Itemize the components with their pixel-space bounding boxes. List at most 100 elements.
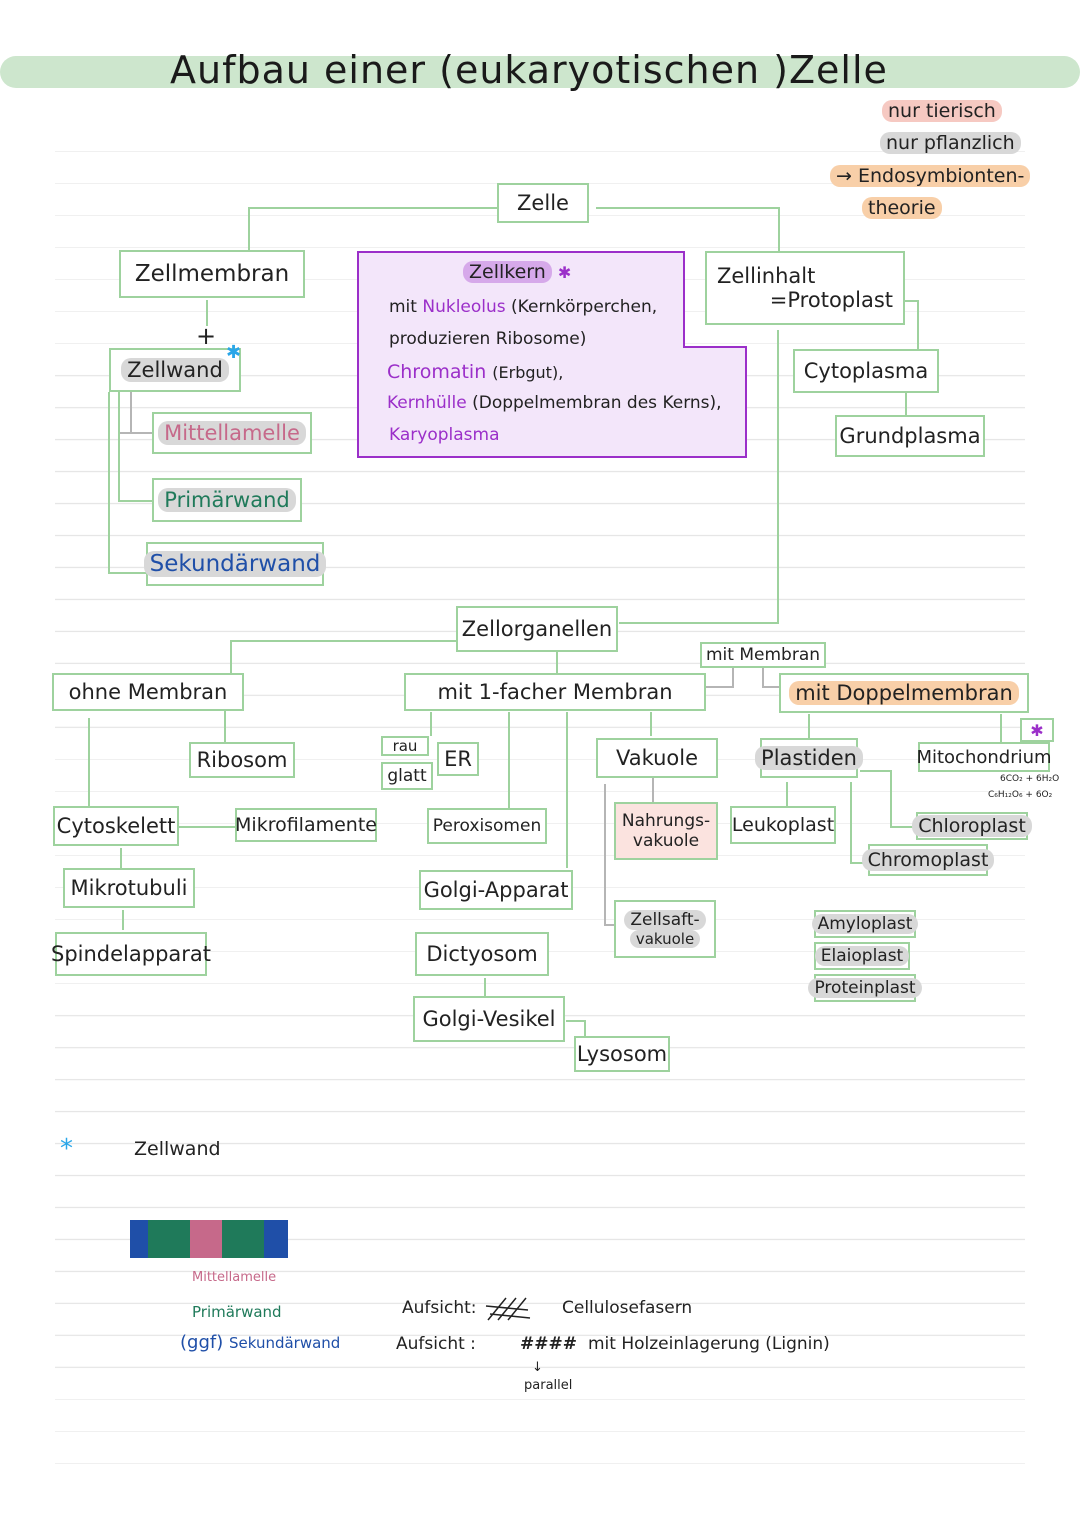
node-dictyosom: Dictyosom	[415, 932, 549, 976]
zellkern-line2: produzieren Ribosome)	[389, 329, 587, 349]
connector	[652, 778, 654, 802]
aufsicht-label-2: Aufsicht :	[396, 1334, 476, 1354]
connector	[230, 640, 458, 642]
connector	[650, 712, 652, 736]
page-title: Aufbau einer (eukaryotischen )Zelle	[170, 48, 888, 92]
cell-wall-diagram	[130, 1220, 288, 1258]
zellkern-line1: mit Nukleolus (Kernkörperchen,	[389, 297, 658, 317]
node-lysosom: Lysosom	[574, 1036, 670, 1072]
node-er: ER	[437, 742, 479, 776]
node-proteinplast: Proteinplast	[808, 974, 922, 1002]
node-zellsaftvakuole: Zellsaft- vakuole	[614, 900, 716, 958]
node-mikrofilamente: Mikrofilamente	[235, 808, 377, 842]
mittellamelle-layer	[190, 1220, 222, 1258]
node-ribosom: Ribosom	[189, 742, 295, 778]
node-zellorganellen: Zellorganellen	[456, 606, 618, 652]
connector	[917, 300, 919, 350]
star-icon: ✱	[557, 263, 572, 282]
node-rau: rau	[381, 736, 429, 756]
connector	[619, 622, 779, 624]
nahrungsvakuole-label-2: vakuole	[632, 831, 700, 851]
connector	[808, 714, 810, 738]
sekundaerwand-layer	[130, 1220, 148, 1258]
star-icon: ✱	[226, 342, 242, 363]
zellkern-line3: Chromatin (Erbgut),	[387, 361, 564, 383]
connector	[178, 826, 236, 828]
plus-sign: +	[196, 322, 217, 350]
connector	[556, 650, 558, 674]
node-zelle: Zelle	[497, 183, 589, 223]
node-plastiden: Plastiden	[755, 738, 863, 778]
connector	[484, 978, 486, 996]
connector	[860, 770, 892, 772]
connector	[584, 1020, 586, 1038]
node-doppelmembran: mit Doppelmembran	[779, 673, 1029, 713]
connector	[850, 862, 870, 864]
connector	[1000, 714, 1002, 742]
legend-primaerwand: Primärwand	[192, 1303, 282, 1321]
formula-reactants: 6CO₂ + 6H₂O	[1000, 774, 1060, 784]
zellkern-line4: Kernhülle (Doppelmembran des Kerns),	[387, 393, 722, 413]
zellkern-line5: Karyoplasma	[389, 425, 500, 445]
connector	[777, 330, 779, 624]
connector	[118, 500, 154, 502]
aufsicht-desc-1: Cellulosefasern	[562, 1298, 693, 1318]
node-vakuole: Vakuole	[596, 738, 718, 778]
arrow-down-icon: ↓	[532, 1360, 543, 1375]
connector	[604, 924, 622, 926]
node-grundplasma: Grundplasma	[835, 415, 985, 457]
legend-sekundaerwand: (ggf) Sekundärwand	[180, 1332, 341, 1353]
title-band	[0, 56, 1080, 88]
connector	[786, 782, 788, 806]
node-nahrungsvakuole: Nahrungs- vakuole	[614, 802, 718, 860]
connector	[224, 710, 226, 742]
parallel-label: parallel	[524, 1378, 573, 1393]
node-mikrotubuli: Mikrotubuli	[63, 868, 195, 908]
connector	[88, 718, 90, 814]
node-mittellamelle: Mittellamelle	[152, 412, 312, 454]
connector	[248, 207, 250, 253]
node-zellinhalt: Zellinhalt =Protoplast	[705, 251, 905, 325]
connector	[566, 712, 568, 868]
zellkern-outline	[357, 251, 747, 458]
node-primaerwand: Primärwand	[152, 478, 302, 522]
legend-plant: nur pflanzlich	[880, 132, 1021, 154]
legend-mittellamelle: Mittellamelle	[192, 1270, 277, 1285]
connector	[108, 572, 148, 574]
connector	[850, 782, 852, 864]
connector	[248, 207, 498, 209]
zellkern-title: Zellkern ✱	[463, 261, 571, 283]
node-spindelapparat: Spindelapparat	[51, 932, 211, 976]
node-elaioplast: Elaioplast	[814, 942, 910, 970]
connector	[732, 668, 734, 688]
connector	[890, 770, 892, 828]
footnote-star-icon: *	[60, 1134, 73, 1164]
connector	[508, 712, 510, 808]
node-zellkern: Zellkern ✱ mit Nukleolus (Kernkörperchen…	[357, 251, 747, 458]
connector	[120, 848, 122, 868]
connector	[905, 300, 919, 302]
node-amyloplast: Amyloplast	[811, 910, 919, 938]
connector	[118, 392, 120, 502]
node-glatt: glatt	[381, 762, 433, 790]
node-mit-membran: mit Membran	[700, 642, 826, 668]
connector	[206, 300, 208, 326]
connector	[230, 640, 232, 674]
connector	[905, 393, 907, 417]
formula-products: C₆H₁₂O₆ + 6O₂	[988, 790, 1053, 800]
protoplast-label: =Protoplast	[769, 288, 893, 312]
zellsaftvakuole-label-2: vakuole	[629, 930, 701, 948]
connector	[778, 207, 780, 253]
crossed-fibers-icon	[485, 1297, 531, 1321]
connector	[762, 668, 764, 688]
parallel-fibers-icon: ####	[520, 1334, 577, 1354]
node-chloroplast: Chloroplast	[912, 812, 1032, 840]
legend-endosymbiont-theory: theorie	[862, 197, 942, 219]
node-cytoskelett: Cytoskelett	[53, 806, 179, 846]
node-ohne-membran: ohne Membran	[52, 673, 244, 711]
node-golgi-vesikel: Golgi-Vesikel	[413, 996, 565, 1042]
zellinhalt-label: Zellinhalt	[717, 264, 816, 288]
connector	[118, 432, 154, 434]
primaerwand-layer	[148, 1220, 190, 1258]
node-leukoplast: Leukoplast	[730, 806, 836, 844]
